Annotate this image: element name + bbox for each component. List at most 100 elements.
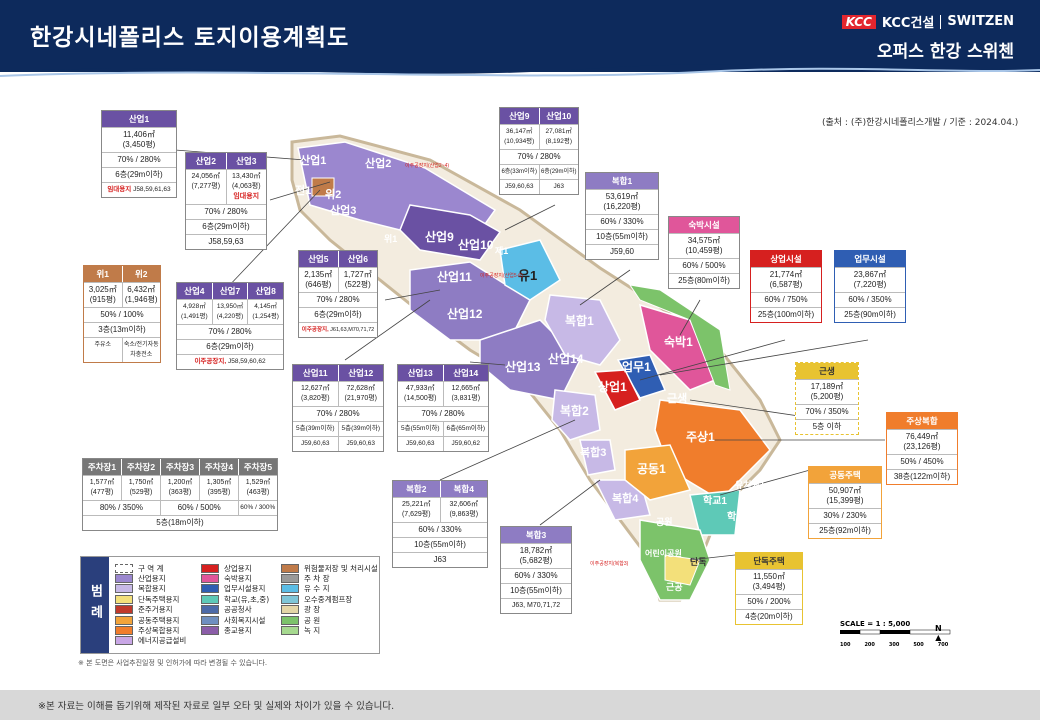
box-floors: 25층(100m이하): [757, 310, 815, 319]
map-label-wi2: 위2: [325, 189, 342, 201]
box-ratio: 50% / 100%: [100, 310, 144, 319]
box-ratio: 60% / 500%: [682, 261, 726, 270]
box-floors: 5층(39m이하): [341, 425, 381, 432]
zone-water-yu1: [499, 239, 561, 301]
box-header: 주상복합: [887, 413, 957, 429]
map-label-shop1: 상업1: [598, 380, 627, 394]
info-box-mixed-residential: 주상복합 76,449㎡(23,126평) 50% / 450% 38층(122…: [886, 412, 958, 485]
box-floors: 25층(92m이하): [819, 526, 871, 535]
legend-item: 사회복지시설: [201, 615, 269, 625]
box-ratio: 60% / 330%: [600, 217, 644, 226]
brand-top: KCC KCC건설 SWITZEN: [841, 12, 1014, 31]
map-label-park1: 유치원1: [735, 480, 765, 490]
box-area: 3,025㎡(915평): [84, 283, 123, 307]
map-label-ind11: 산업11: [437, 270, 472, 284]
zone-mixed-2: [551, 389, 601, 441]
map-label-gong: 공원: [656, 517, 673, 527]
box-floors: 10층(55m이하): [510, 586, 562, 595]
legend-item: 유 수 지: [281, 584, 378, 594]
map-label-mixres1: 주상1: [686, 430, 715, 444]
box-area: 1,305㎡(395평): [200, 476, 239, 500]
legend-item: 광 장: [281, 605, 378, 615]
map-label-ind14: 산업14: [548, 352, 584, 366]
legend-item: 공 원: [281, 615, 378, 625]
box-area: 2,135㎡(646평): [299, 268, 339, 292]
box-area: 13,430㎡(4,063평)임대용지: [231, 173, 261, 200]
box-header: 복합4: [440, 481, 487, 497]
box-ratio: 80% / 350%: [83, 501, 161, 515]
box-area: 12,665㎡(3,831평): [451, 385, 481, 402]
box-header: 산업14: [443, 365, 488, 381]
header-wave: [0, 60, 1040, 77]
box-header: 상업시설: [751, 251, 821, 267]
box-use: 숙소/전기자동차충전소: [123, 342, 159, 358]
legend-title: 범례: [81, 557, 109, 653]
kcc-logo-icon: KCC: [841, 14, 876, 29]
box-floors: 5층(39m이하): [293, 422, 339, 436]
map-label-ind3: 산업3: [330, 205, 357, 217]
box-floors: 3층(13m이하): [98, 325, 146, 334]
north-arrow-icon: N▲: [935, 624, 942, 642]
box-use: 주유소: [84, 338, 123, 362]
map-label-office1: 업무1: [622, 360, 651, 374]
box-lot: 이주공장지, J61,63,M70,71,72: [301, 327, 375, 333]
map-note-2: 이주공장지(산업5·6): [480, 273, 523, 279]
box-area: 17,189㎡(5,200평): [810, 382, 844, 401]
info-box-shop: 상업시설 21,774㎡(6,587평) 60% / 750% 25층(100m…: [750, 250, 822, 323]
box-ratio: 60% / 300%: [240, 504, 276, 511]
box-lot: J59,60,62: [451, 440, 481, 447]
switzen-brand: SWITZEN: [947, 14, 1014, 29]
map-label-mix3: 복합3: [580, 447, 607, 459]
map-label-mix2: 복합2: [560, 404, 589, 418]
box-floors: 6층(29m이하): [115, 170, 163, 179]
box-header: 산업3: [226, 153, 266, 169]
legend-item: 주상복합용지: [115, 625, 186, 635]
box-area: 11,550㎡(3,494평): [752, 572, 786, 591]
map-label-yu1: 유1: [518, 268, 538, 283]
info-box-single-house: 단독주택 11,550㎡(3,494평) 50% / 200% 4층(20m이하…: [735, 552, 803, 625]
box-ratio: 60% / 330%: [514, 571, 558, 580]
zone-industry-9: [399, 204, 502, 261]
box-header: 산업10: [539, 108, 578, 124]
box-header: 산업11: [293, 365, 339, 381]
legend-item: 학교(유,초,중): [201, 594, 269, 604]
box-ratio: 70% / 280%: [517, 152, 561, 161]
box-lot: J59,60: [609, 247, 635, 256]
disclaimer-note: ※ 본 도면은 사업추진일정 및 인허가에 따라 변경될 수 있습니다.: [78, 659, 268, 667]
legend-item: 공공청사: [201, 605, 269, 615]
box-ratio: 70% / 280%: [421, 409, 465, 418]
map-note-1: 이주공장지(산업2~4): [405, 163, 450, 169]
box-area: 72,628㎡(21,970평): [344, 385, 377, 402]
box-area: 50,907㎡(15,399평): [826, 486, 864, 505]
brand-subtitle: 오퍼스 한강 스위첸: [877, 42, 1014, 62]
legend-item: 에너지공급설비: [115, 636, 186, 646]
box-area: 18,782㎡(5,682평): [519, 546, 553, 565]
map-label-pub1: 공동1: [637, 462, 666, 476]
box-floors: 38층(122m이하): [893, 472, 951, 481]
box-area: 1,200㎡(363평): [161, 476, 200, 500]
box-floors: 5층(55m이하): [398, 422, 444, 436]
box-floors: 10층(55m이하): [596, 232, 648, 241]
box-header: 산업2: [186, 153, 227, 169]
box-lot: J59,60,63: [293, 437, 339, 451]
zone-shop: [593, 369, 642, 411]
map-label-near: 근생: [667, 393, 688, 405]
box-lot: J59,60,63: [346, 440, 376, 447]
box-ratio: 30% / 230%: [823, 511, 867, 520]
box-area: 36,147㎡(10,934평): [500, 125, 540, 149]
map-label-mix4: 복합4: [612, 493, 639, 505]
box-lot: J63: [433, 555, 447, 564]
info-box-office: 업무시설 23,867㎡(7,220평) 60% / 350% 25층(90m이…: [834, 250, 906, 323]
box-area: 34,575㎡(10,459평): [685, 236, 723, 255]
kcc-brand-text: KCC건설: [881, 16, 935, 31]
box-area: 11,406㎡(3,450평): [122, 130, 156, 149]
box-header: 산업4: [177, 283, 213, 299]
box-floors: 10층(55m이하): [414, 540, 466, 549]
map-label-jeon1: 전1: [295, 185, 312, 197]
box-floors: 5층 이하: [812, 422, 842, 431]
